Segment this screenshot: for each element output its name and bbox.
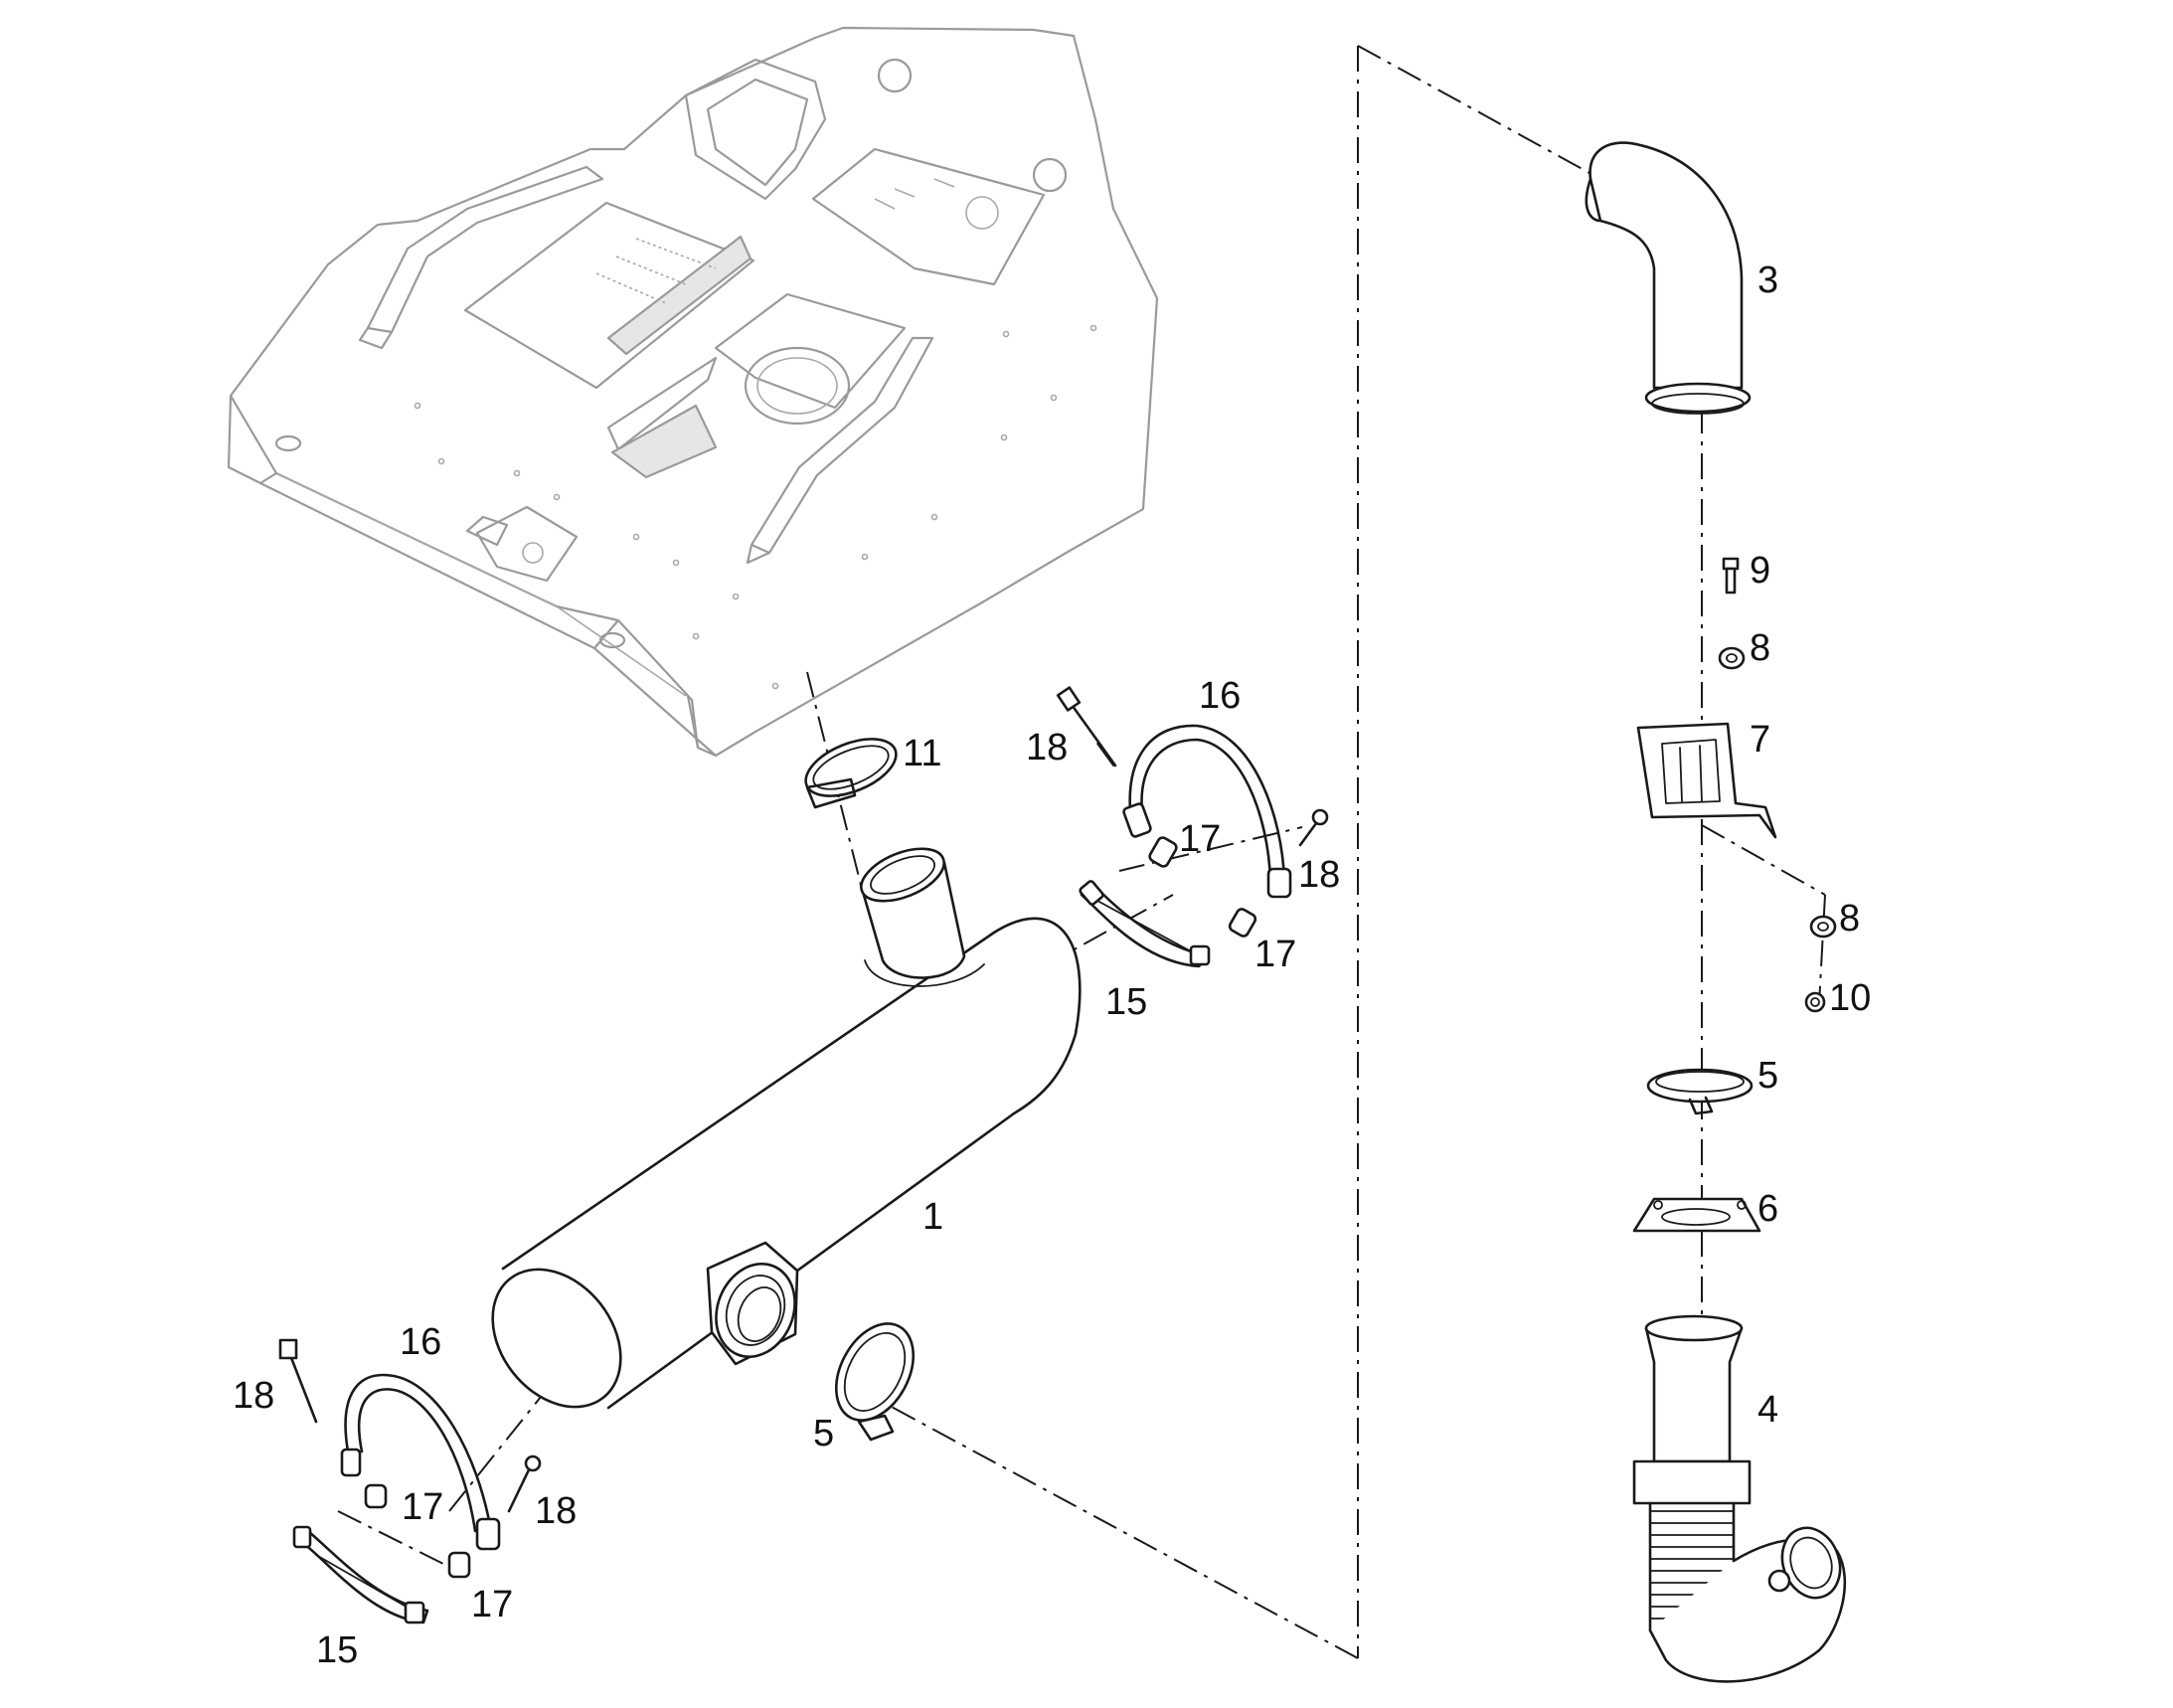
callout-15-left: 15 xyxy=(316,1629,358,1671)
callout-labels: 1 3 4 5 5 6 7 8 8 9 10 11 15 15 16 16 17… xyxy=(233,259,1871,1671)
callout-11: 11 xyxy=(903,733,941,774)
callout-18-d: 18 xyxy=(535,1490,577,1532)
callout-5-right: 5 xyxy=(1757,1055,1778,1097)
flange-6 xyxy=(1632,1197,1761,1233)
callout-18-a: 18 xyxy=(1026,727,1068,769)
clamp-11 xyxy=(804,738,898,809)
callout-1: 1 xyxy=(922,1196,943,1238)
callout-8-lower: 8 xyxy=(1839,898,1860,939)
strap-assembly-right xyxy=(1056,686,1329,968)
elbow-pipe-3 xyxy=(1585,141,1752,415)
callout-17-b: 17 xyxy=(1254,934,1296,975)
callout-18-c: 18 xyxy=(233,1375,274,1417)
engine-hood-context xyxy=(227,26,1159,758)
callout-7: 7 xyxy=(1750,719,1770,761)
bracket-hardware xyxy=(1636,557,1837,1013)
callout-8-upper: 8 xyxy=(1750,627,1770,669)
callout-10: 10 xyxy=(1829,977,1871,1019)
callout-17-a: 17 xyxy=(1179,818,1221,860)
callout-9: 9 xyxy=(1750,550,1770,592)
callout-16-right: 16 xyxy=(1199,675,1241,717)
clamp-5-right xyxy=(1646,1068,1754,1115)
callout-4: 4 xyxy=(1757,1389,1778,1431)
strap-assembly-left xyxy=(278,1338,542,1624)
callout-17-c: 17 xyxy=(402,1486,443,1528)
callout-16-left: 16 xyxy=(400,1321,441,1363)
callout-17-d: 17 xyxy=(471,1584,513,1625)
clamp-5-lower xyxy=(835,1322,915,1442)
callout-3: 3 xyxy=(1757,259,1778,301)
muffler xyxy=(491,847,1082,1410)
callout-6: 6 xyxy=(1757,1188,1778,1230)
callout-5-lower: 5 xyxy=(813,1413,834,1454)
tailpipe-4 xyxy=(1632,1314,1847,1683)
assembly-centerlines xyxy=(337,45,1826,1659)
callout-18-b: 18 xyxy=(1298,854,1340,896)
callout-15-right: 15 xyxy=(1105,981,1147,1023)
